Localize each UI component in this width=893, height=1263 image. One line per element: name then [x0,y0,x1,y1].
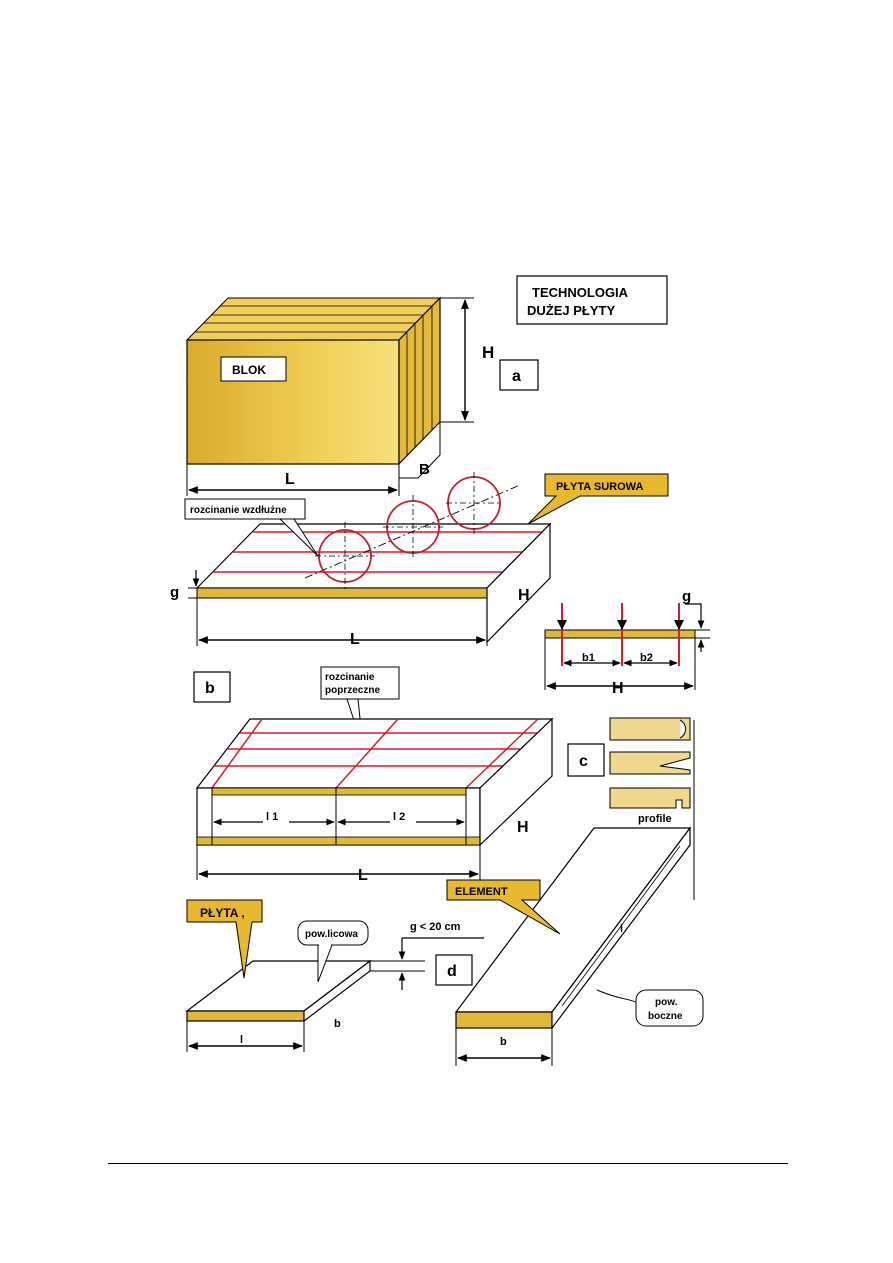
g-limit-label: g < 20 cm [410,921,461,933]
pow-licowa-label: pow.licowa [305,929,358,940]
pow-boczne-line2: boczne [648,1011,683,1022]
rozcinanie-wzdluzne-label: rozcinanie wzdłużne [190,505,287,516]
dim-cut-L: L [358,867,368,884]
raw-slab [195,522,552,644]
element-balloon: ELEMENT [446,879,561,935]
dim-b2: b2 [640,652,653,664]
block-illustration: BLOK [185,296,442,479]
side-surface-callout: pow. boczne [596,989,704,1027]
cross-section-detail: b1 b2 H g [544,588,710,697]
dim-block-H: H [482,343,494,362]
thickness-limit-dimension: g < 20 cm [370,921,484,990]
dim-section-g: g [682,588,691,605]
svg-text:a: a [512,368,521,385]
slab-balloon: PŁYTA , [186,899,263,979]
profile-label: profile [638,813,672,825]
element-beam: b l [454,826,692,1066]
slab-length-dimension: L H [196,587,530,648]
dim-plyta-b: b [334,1018,341,1030]
dim-slab-L: L [350,631,360,648]
block-length-dimension: L B [186,461,430,496]
footer-rule [108,1163,788,1164]
dim-l1: l 1 [266,811,278,823]
title-line-2: DUŻEJ PŁYTY [527,303,615,318]
pow-boczne-line1: pow. [655,997,678,1008]
panel-d-label: d [435,954,473,986]
dim-block-L: L [285,471,295,488]
svg-text:c: c [579,753,588,770]
face-surface-callout: pow.licowa [297,920,369,983]
panel-c-label: c [567,743,605,777]
svg-text:d: d [447,963,457,980]
dim-b1: b1 [582,652,595,664]
title-box: TECHNOLOGIA DUŻEJ PŁYTY [516,275,668,325]
dim-element-l: l [620,923,623,935]
dim-section-H: H [612,680,624,697]
saw-blades [304,472,521,590]
plyta-surowa-label: PŁYTA SUROWA [556,481,643,493]
rozcinanie-poprzeczne-line2: poprzeczne [325,685,380,696]
dim-block-B: B [419,461,430,478]
finished-slab: l b [185,959,372,1052]
cut-slab-stack: l 1 l 2 L H [195,717,554,884]
dim-element-b: b [500,1036,507,1048]
panel-b-label: b [193,671,231,703]
plyta-label: PŁYTA , [200,906,245,920]
svg-text:b: b [205,680,215,697]
dim-cut-H: H [517,819,529,836]
title-line-1: TECHNOLOGIA [532,285,629,300]
blok-label: BLOK [232,363,266,377]
dim-slab-H: H [518,587,530,604]
panel-a-label: a [499,359,539,391]
raw-slab-balloon: PŁYTA SUROWA [527,473,669,525]
dim-slab-g: g [170,584,179,601]
dim-l2: l 2 [393,811,405,823]
block-height-dimension: H [440,297,494,423]
element-label: ELEMENT [455,886,508,898]
dim-plyta-l: l [240,1034,243,1046]
edge-profiles: profile [609,717,695,900]
slab-thickness-dimension: g [170,570,200,601]
rozcinanie-poprzeczne-line1: rozcinanie [325,672,375,683]
longitudinal-cut-callout: rozcinanie wzdłużne [184,498,319,557]
